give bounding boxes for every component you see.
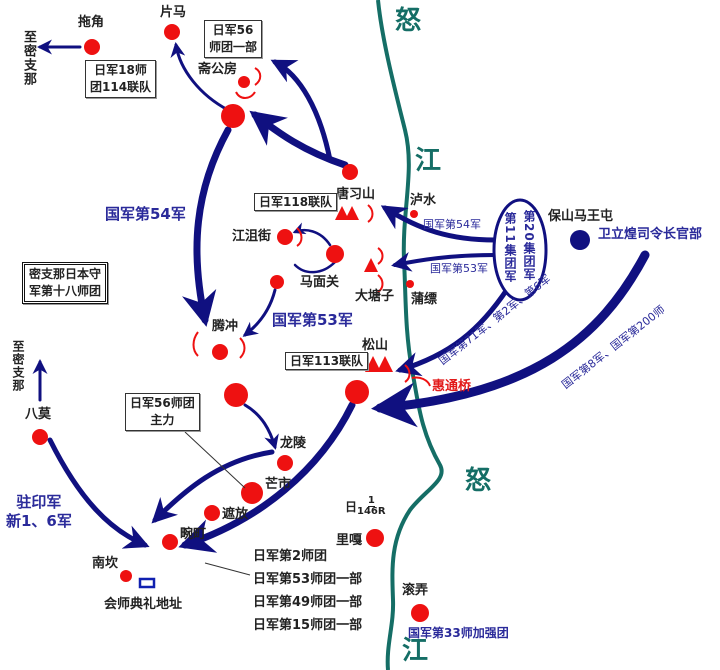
- label-line: 新1、6军: [6, 512, 72, 530]
- place-zhaigongfang: 斋公房: [198, 62, 238, 77]
- unit-line: 日军56: [212, 23, 254, 37]
- label-army-53-small: 国军第53军: [430, 262, 488, 275]
- arrow-bamo-to-wanting: [47, 437, 150, 549]
- arrow-8-to-songshan: [371, 250, 650, 428]
- place-bamo: 八莫: [25, 407, 52, 422]
- unit-box-118reg: 日军118联队: [254, 193, 338, 211]
- arrow-53-to-tengchong: [242, 288, 277, 337]
- place-wanting: 畹町: [180, 527, 207, 542]
- unit-box-113reg: 日军113联队: [285, 352, 369, 370]
- river-label-nu-top: 怒: [395, 6, 422, 36]
- arrow-to-zhaigongfang-2: [249, 110, 349, 169]
- nujiang-river: [376, 0, 444, 670]
- place-huitongqiao: 惠通桥: [432, 379, 472, 394]
- place-baoshan: 保山马王屯: [548, 209, 614, 224]
- arrow-to-jiangjujie: [292, 222, 332, 247]
- label-army-54-small: 国军第54军: [423, 218, 481, 231]
- arrow-71-to-songshan: [395, 285, 511, 377]
- unit-line: 密支那日本守: [29, 267, 102, 281]
- place-songshan: 松山: [362, 338, 389, 353]
- place-to-myitkyina-1: 至密支那: [21, 30, 36, 86]
- unit-line: 日军第53师团一部: [253, 572, 363, 587]
- label-army-53: 国军第53军: [272, 311, 353, 329]
- place-ceremony-site: 会师典礼地址: [104, 597, 183, 612]
- label-line: 驻印军: [16, 493, 62, 511]
- unit-line: 主力: [150, 413, 175, 427]
- arrow-mamianguan: [293, 260, 337, 274]
- arrow-54-to-tangxishan: [380, 205, 498, 243]
- arrow-songshan-to-wanting: [178, 401, 356, 553]
- unit-line: 日军第2师团: [253, 549, 328, 564]
- arrow-to-pianma: [170, 42, 230, 112]
- place-lushui: 泸水: [410, 193, 437, 208]
- place-to-myitkyina-2: 至密支那: [11, 340, 25, 392]
- unit-line: 日军18师: [94, 63, 147, 77]
- unit-line: 团114联队: [90, 80, 152, 94]
- unit-prefix: 日: [345, 499, 358, 514]
- fraction-den: 146R: [357, 506, 386, 517]
- label-army-54: 国军第54军: [105, 205, 186, 223]
- place-datangzi: 大塘子: [355, 289, 395, 304]
- ceremony-site-marker: [138, 577, 156, 589]
- river-label-jiang-bottom: 江: [402, 636, 429, 666]
- unit-line: 军第十八师团: [29, 284, 102, 298]
- fraction-num: 1: [367, 495, 375, 507]
- label-20th-group-army: 第20集团军: [522, 210, 536, 281]
- label-33div: 国军第33师加强团: [408, 626, 509, 640]
- river-label-jiang-top: 江: [415, 146, 442, 176]
- label-11th-group-army: 第11集团军: [503, 212, 517, 283]
- group-army-ellipse: [492, 198, 548, 302]
- place-tuojiao: 拖角: [78, 15, 105, 30]
- place-zhefang: 遮放: [222, 507, 249, 522]
- arrow-upper-pursuit: [151, 449, 275, 524]
- label-india-army: 驻印军 新1、6军: [6, 493, 72, 531]
- unit-line: 日军第49师团一部: [253, 595, 363, 610]
- place-tangxishan: 唐习山: [336, 187, 376, 202]
- arrow-54-to-tengchong: [182, 126, 232, 327]
- arrow-53-to-datangzi: [391, 252, 497, 272]
- arrow-to-zhaigongfang: [270, 59, 333, 163]
- place-pupiao: 蒲缥: [411, 292, 438, 307]
- river-label-nu-bottom: 怒: [465, 466, 492, 496]
- label-hq-wei-lihuang: 卫立煌司令长官部: [598, 227, 703, 242]
- place-gunnong: 滚弄: [402, 583, 429, 598]
- unit-line: 日军第15师团一部: [253, 618, 363, 633]
- unit-box-56div-main: 日军56师团主力: [125, 393, 200, 431]
- place-longling: 龙陵: [280, 436, 307, 451]
- unit-box-56div-part: 日军56 师团一部: [204, 20, 263, 58]
- place-pianma: 片马: [160, 5, 187, 20]
- unit-line: 师团一部: [209, 40, 258, 54]
- place-jiangjujie: 江沮街: [232, 229, 272, 244]
- place-tengchong: 腾冲: [212, 319, 239, 334]
- unit-line: 日军56师团: [130, 396, 195, 410]
- arrow-to-longling: [243, 403, 279, 450]
- southern-japanese-units: 日军第2师团 日军第53师团一部 日军第49师团一部 日军第15师团一部: [253, 545, 362, 637]
- place-liga: 里嘎: [336, 533, 363, 548]
- place-nankan: 南坎: [92, 556, 119, 571]
- unit-box-18div-114reg: 日军18师团114联队: [85, 60, 157, 98]
- place-mamianguan: 马面关: [300, 275, 340, 290]
- place-mangshi: 芒市: [265, 477, 292, 492]
- unit-box-myitkyina-garrison: 密支那日本守军第十八师团: [22, 262, 109, 304]
- japanese-positions: [32, 24, 429, 622]
- hq-marker: [570, 230, 590, 250]
